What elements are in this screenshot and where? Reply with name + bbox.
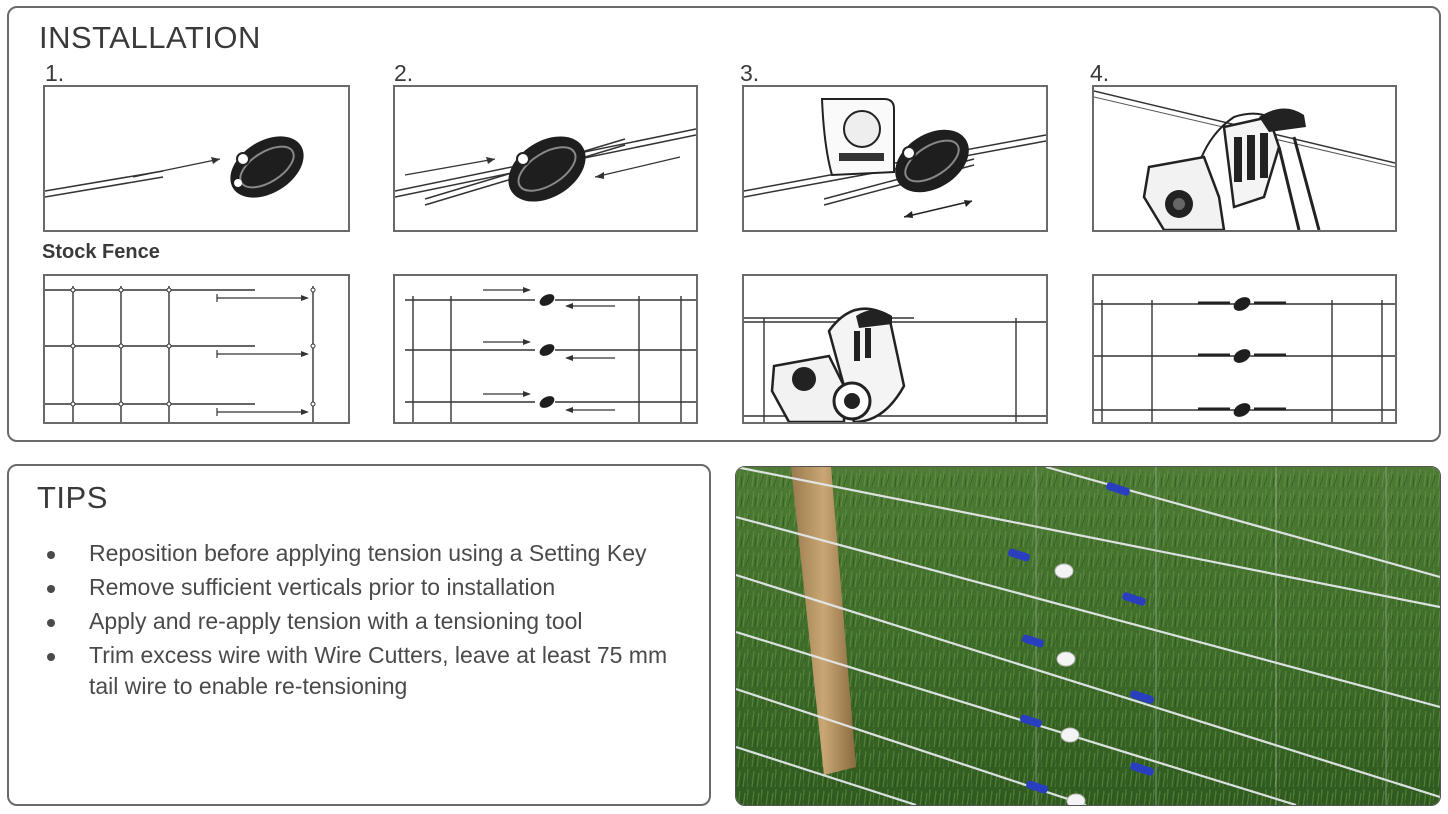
step-3-number: 3. [740, 60, 760, 86]
bullet-icon [47, 619, 55, 627]
step-3-illustration [742, 85, 1048, 232]
tip-text: Trim excess wire with Wire Cutters, leav… [89, 642, 668, 699]
fence-photo [735, 466, 1441, 806]
installation-panel: INSTALLATION 1. 2. 3. 4. [7, 6, 1441, 442]
step-2-number: 2. [394, 60, 414, 86]
setting-key-icon [820, 98, 895, 177]
gripple-connector-icon [895, 129, 969, 193]
step-4-number: 4. [1090, 60, 1110, 86]
bullet-icon [47, 653, 55, 661]
tip-item: Remove sufficient verticals prior to ins… [39, 572, 679, 603]
stock-fence-step-2 [393, 274, 698, 424]
step-4-illustration [1092, 85, 1397, 232]
gripple-connector-icon [508, 136, 586, 202]
tip-item: Apply and re-apply tension with a tensio… [39, 606, 679, 637]
installation-heading: INSTALLATION [39, 20, 261, 55]
tip-text: Apply and re-apply tension with a tensio… [89, 608, 583, 634]
tensioning-tool-icon [1142, 108, 1321, 230]
tip-item: Trim excess wire with Wire Cutters, leav… [39, 640, 679, 702]
tips-heading: TIPS [37, 480, 108, 515]
stock-fence-step-1 [43, 274, 350, 424]
tips-list: Reposition before applying tension using… [39, 538, 679, 705]
fence-post [791, 467, 856, 775]
tensioning-tool-icon [770, 307, 906, 422]
step-1-number: 1. [45, 60, 65, 86]
step-1-illustration [43, 85, 350, 232]
tip-item: Reposition before applying tension using… [39, 538, 679, 569]
tips-panel: TIPS Reposition before applying tension … [7, 464, 711, 806]
bullet-icon [47, 585, 55, 593]
stock-fence-step-4 [1092, 274, 1397, 424]
gripple-connector-icon [230, 136, 304, 198]
tip-text: Remove sufficient verticals prior to ins… [89, 574, 556, 600]
stock-fence-step-3 [742, 274, 1048, 424]
stock-fence-label: Stock Fence [42, 241, 160, 263]
tip-text: Reposition before applying tension using… [89, 540, 647, 566]
step-2-illustration [393, 85, 698, 232]
bullet-icon [47, 551, 55, 559]
